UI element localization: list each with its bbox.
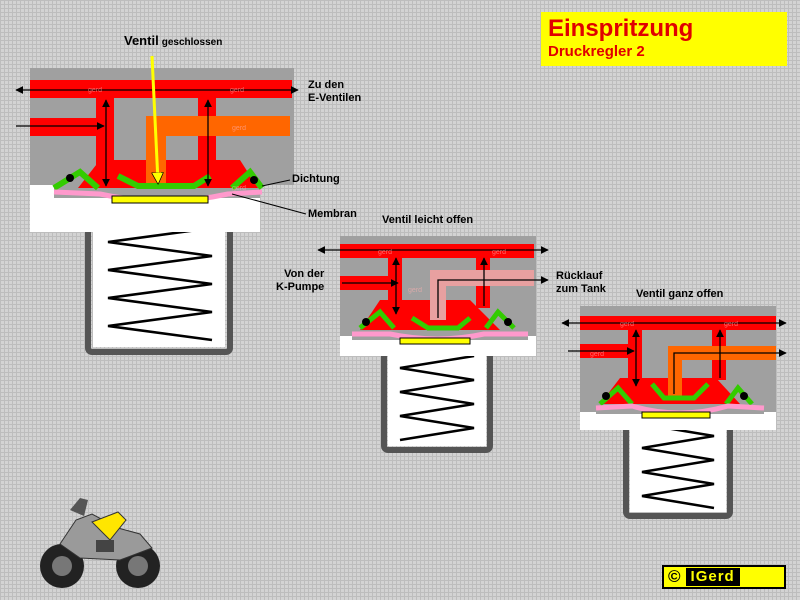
copyright-name: IGerd [685, 568, 740, 586]
title-box: Einspritzung Druckregler 2 [541, 12, 787, 66]
label-membran: Membran [308, 208, 357, 220]
regulator-fully-open [561, 306, 787, 519]
watermark-text: gerd [408, 287, 422, 294]
watermark-text: gerd [378, 249, 392, 256]
watermark-text: gerd [620, 321, 634, 328]
fuel-channel-inlet [30, 118, 108, 136]
label-ventil-ganz-offen: Ventil ganz offen [636, 288, 724, 300]
watermark-text: gerd [492, 249, 506, 256]
label-zu-den-line1: Zu den [308, 79, 345, 91]
label-ventil-state: geschlossen [161, 37, 223, 48]
watermark-text: gerd [232, 185, 246, 192]
valve-plate [111, 195, 209, 204]
page-subtitle: Druckregler 2 [548, 43, 645, 60]
watermark-text: gerd [88, 87, 102, 94]
label-ventil: Ventil [124, 33, 159, 48]
copyright-symbol: © [668, 567, 681, 586]
watermark-text: gerd [230, 87, 244, 94]
watermark-text: gerd [232, 125, 246, 132]
return-channel [146, 116, 290, 136]
label-zu-den-line2: E-Ventilen [308, 92, 362, 104]
spring [107, 212, 213, 342]
watermark-text: gerd [590, 351, 604, 358]
fuel-channel-top [30, 80, 292, 98]
motorcycle-illustration [40, 498, 160, 588]
label-ventil-leicht-offen: Ventil leicht offen [382, 214, 474, 226]
label-von-der-line2: K-Pumpe [276, 281, 325, 293]
regulator-slightly-open [317, 236, 549, 453]
label-zu-den: Zu den E-Ventilen [308, 79, 361, 105]
spring [399, 342, 475, 442]
highlight-arrow [150, 55, 158, 182]
label-von-der: Von der K-Pumpe [276, 268, 324, 294]
label-ruecklauf-line2: zum Tank [556, 283, 606, 295]
spring [641, 422, 715, 510]
label-ventil-closed: Ventil geschlossen [124, 34, 222, 49]
seal-right [230, 167, 265, 191]
page-title: Einspritzung [548, 15, 694, 42]
watermark-text: gerd [724, 321, 738, 328]
label-dichtung: Dichtung [292, 173, 340, 185]
label-ruecklauf-line1: Rücklauf [556, 270, 603, 282]
seal-left [52, 168, 100, 191]
label-von-der-line1: Von der [284, 268, 325, 280]
copyright-badge: © IGerd [662, 565, 786, 589]
regulator-closed [15, 55, 307, 355]
label-ruecklauf: Rücklauf zum Tank [556, 270, 606, 296]
